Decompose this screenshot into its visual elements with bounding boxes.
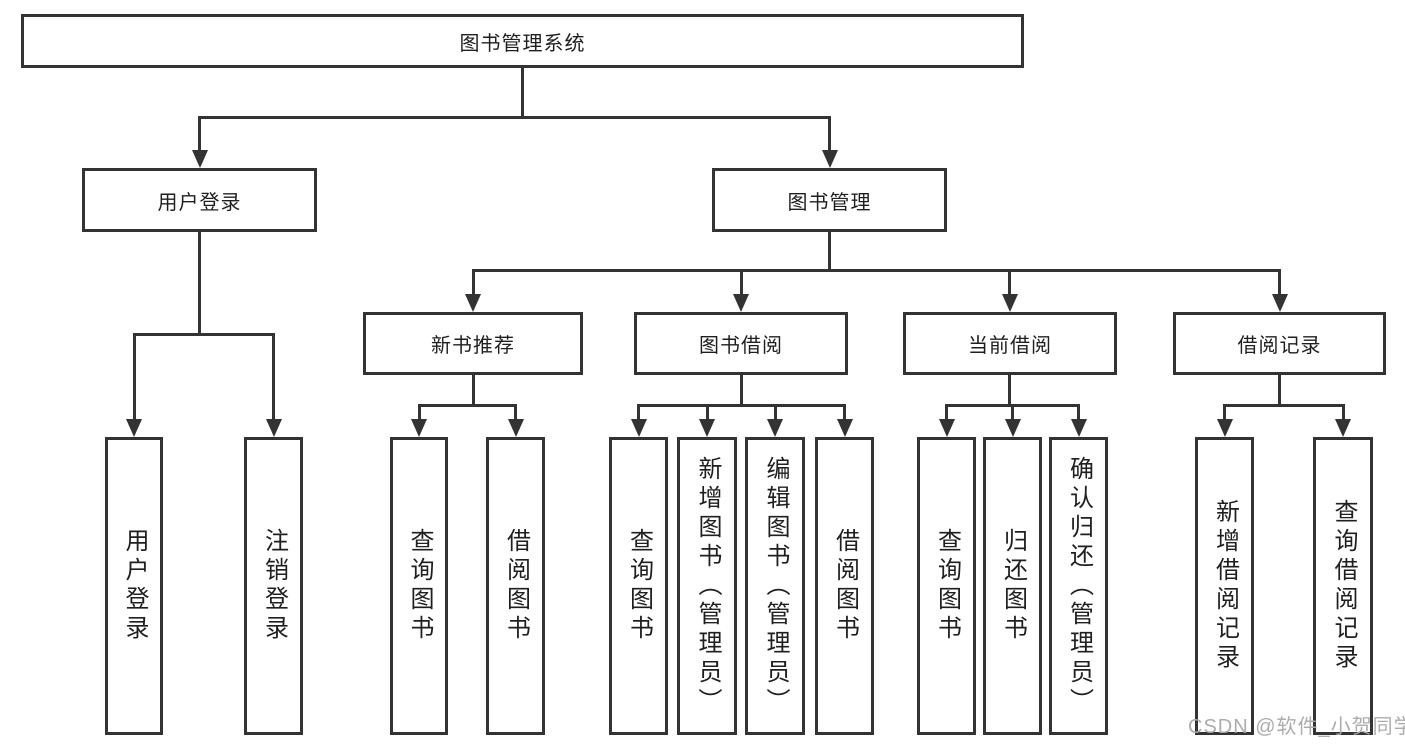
node-leaf-br-query-record: 查询借阅记录 xyxy=(1313,437,1373,735)
node-leaf-nb-borrow-books: 借阅图书 xyxy=(486,437,545,735)
arrowhead-down-icon xyxy=(411,419,427,437)
node-leaf-br-query-record-label: 查询借阅记录 xyxy=(1330,499,1357,673)
connector-to-leaf-user-login xyxy=(133,333,136,421)
node-leaf-nb-query-books: 查询图书 xyxy=(390,437,448,735)
connector-to-book-management xyxy=(828,116,831,152)
node-user-login-label: 用户登录 xyxy=(157,191,242,214)
connector-user-login-bus xyxy=(133,333,274,336)
connector-new-book-stem xyxy=(472,374,475,407)
node-leaf-bb-add-book-admin: 新增图书（管理员） xyxy=(677,437,737,735)
node-leaf-bb-borrow-books: 借阅图书 xyxy=(815,437,874,735)
node-leaf-logout-label: 注销登录 xyxy=(260,528,288,644)
arrowhead-down-icon xyxy=(733,294,749,312)
node-leaf-cb-query-books-label: 查询图书 xyxy=(933,528,961,644)
node-leaf-logout: 注销登录 xyxy=(244,437,303,735)
node-leaf-cb-query-books: 查询图书 xyxy=(917,437,976,735)
arrowhead-down-icon xyxy=(508,419,524,437)
node-leaf-bb-edit-book-admin-label: 编辑图书（管理员） xyxy=(762,455,789,717)
connector-to-nb-query xyxy=(418,404,421,421)
connector-to-book-borrowing xyxy=(740,269,743,296)
connector-to-bb-borrow xyxy=(843,404,846,421)
arrowhead-down-icon xyxy=(1335,419,1351,437)
connector-to-bb-query xyxy=(637,404,640,421)
node-new-book-recommend: 新书推荐 xyxy=(363,312,583,375)
connector-to-nb-borrow xyxy=(514,404,517,421)
connector-current-borrowing-stem xyxy=(1008,374,1011,407)
node-leaf-bb-edit-book-admin: 编辑图书（管理员） xyxy=(745,437,805,735)
node-leaf-br-add-record-label: 新增借阅记录 xyxy=(1211,499,1239,673)
connector-to-cb-confirm xyxy=(1077,404,1080,421)
node-leaf-user-login: 用户登录 xyxy=(105,437,163,735)
node-book-borrowing-label: 图书借阅 xyxy=(699,335,783,357)
connector-to-cb-query xyxy=(945,404,948,421)
connector-root-stem xyxy=(521,66,524,118)
node-leaf-cb-return-books-label: 归还图书 xyxy=(999,528,1027,644)
connector-to-bb-add xyxy=(706,404,709,421)
connector-book-management-stem xyxy=(828,231,831,272)
watermark-text: CSDN @软件_小贺同学 xyxy=(1188,716,1405,738)
arrowhead-down-icon xyxy=(1217,419,1233,437)
node-root: 图书管理系统 xyxy=(21,14,1024,68)
arrowhead-down-icon xyxy=(1002,294,1018,312)
connector-to-user-login xyxy=(198,116,201,152)
arrowhead-down-icon xyxy=(631,419,647,437)
node-leaf-bb-add-book-admin-label: 新增图书（管理员） xyxy=(694,455,721,717)
connector-book-borrowing-bus xyxy=(637,404,846,407)
node-leaf-cb-confirm-return-admin: 确认归还（管理员） xyxy=(1049,437,1108,735)
arrowhead-down-icon xyxy=(767,419,783,437)
node-current-borrowing: 当前借阅 xyxy=(903,312,1117,375)
node-leaf-nb-borrow-books-label: 借阅图书 xyxy=(502,528,530,644)
connector-to-current-borrowing xyxy=(1008,269,1011,296)
node-book-management-label: 图书管理 xyxy=(787,191,872,214)
connector-to-bb-edit xyxy=(774,404,777,421)
arrowhead-down-icon xyxy=(822,150,838,168)
arrowhead-down-icon xyxy=(939,419,955,437)
node-user-login: 用户登录 xyxy=(82,168,317,232)
connector-to-br-query xyxy=(1342,404,1345,421)
node-leaf-br-add-record: 新增借阅记录 xyxy=(1195,437,1254,735)
arrowhead-down-icon xyxy=(465,294,481,312)
arrowhead-down-icon xyxy=(1005,419,1021,437)
arrowhead-down-icon xyxy=(192,150,208,168)
node-new-book-recommend-label: 新书推荐 xyxy=(431,335,515,357)
arrowhead-down-icon xyxy=(1071,419,1087,437)
connector-to-new-book-recommend xyxy=(472,269,475,296)
node-borrowing-records: 借阅记录 xyxy=(1173,312,1386,375)
connector-to-borrowing-records xyxy=(1278,269,1281,296)
connector-borrowing-records-bus xyxy=(1223,404,1344,407)
node-leaf-cb-return-books: 归还图书 xyxy=(983,437,1042,735)
connector-user-login-stem xyxy=(198,231,201,336)
connector-book-borrowing-stem xyxy=(740,374,743,407)
node-book-borrowing: 图书借阅 xyxy=(634,312,848,375)
node-borrowing-records-label: 借阅记录 xyxy=(1237,335,1322,357)
node-leaf-nb-query-books-label: 查询图书 xyxy=(406,528,433,644)
node-leaf-bb-query-books: 查询图书 xyxy=(609,437,668,735)
connector-root-bus xyxy=(198,116,831,119)
node-leaf-bb-borrow-books-label: 借阅图书 xyxy=(831,528,859,644)
node-current-borrowing-label: 当前借阅 xyxy=(968,335,1052,357)
node-leaf-user-login-label: 用户登录 xyxy=(121,528,148,644)
node-book-management: 图书管理 xyxy=(712,168,947,232)
node-leaf-bb-query-books-label: 查询图书 xyxy=(625,528,653,644)
node-leaf-cb-confirm-return-admin-label: 确认归还（管理员） xyxy=(1065,455,1093,717)
arrowhead-down-icon xyxy=(126,419,142,437)
connector-to-cb-return xyxy=(1011,404,1014,421)
connector-book-management-bus xyxy=(472,269,1281,272)
arrowhead-down-icon xyxy=(266,419,282,437)
connector-borrowing-records-stem xyxy=(1278,374,1281,407)
connector-new-book-bus xyxy=(418,404,517,407)
arrowhead-down-icon xyxy=(837,419,853,437)
arrowhead-down-icon xyxy=(1272,294,1288,312)
arrowhead-down-icon xyxy=(699,419,715,437)
node-root-label: 图书管理系统 xyxy=(459,32,586,55)
connector-to-br-add xyxy=(1223,404,1226,421)
connector-to-leaf-logout xyxy=(272,333,275,421)
